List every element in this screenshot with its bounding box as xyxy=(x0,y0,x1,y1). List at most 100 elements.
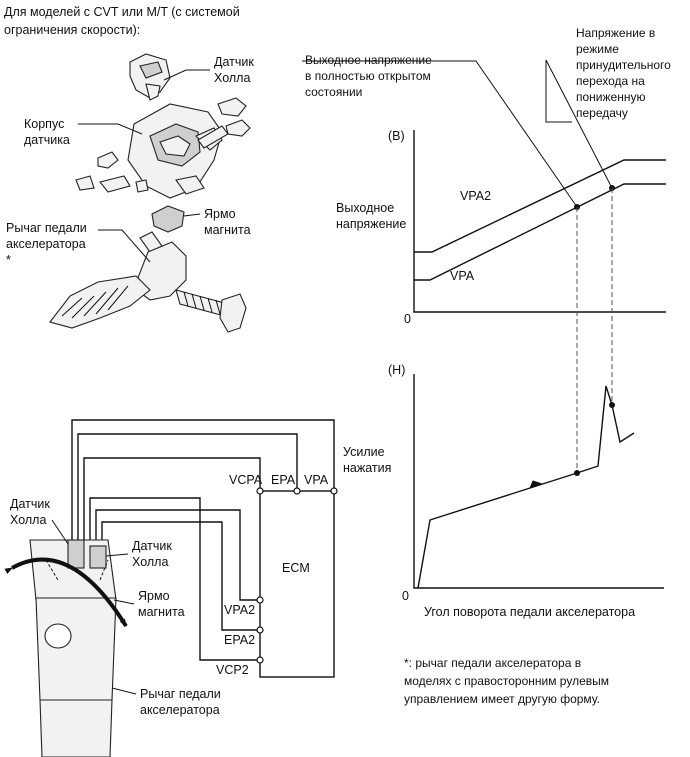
pin-vcp2 xyxy=(256,656,264,664)
kickdown-label-1: Напряжение в xyxy=(576,26,655,40)
hall-sensor-part xyxy=(129,53,171,101)
exploded-pedal-illustration xyxy=(49,53,251,333)
force-point-wot xyxy=(574,470,580,476)
upper-axes xyxy=(413,130,666,313)
force-point-kickdown xyxy=(609,402,615,408)
label-hall-left: Датчик xyxy=(10,497,50,511)
leader-line xyxy=(183,213,201,217)
label-hall-right-2: Холла xyxy=(132,555,168,569)
pin-vcpa xyxy=(256,487,264,495)
shaft-part xyxy=(197,125,229,149)
force-arrow-head xyxy=(529,480,544,489)
leader-line xyxy=(163,69,210,81)
label-pedal-lever: Рычаг педали xyxy=(6,221,87,235)
label-pedal-lever-star: * xyxy=(6,253,11,267)
wire-epa2 xyxy=(101,521,260,631)
gasket-part xyxy=(97,151,119,169)
pin-label-epa2: EPA2 xyxy=(224,633,255,647)
effort-label: Усилие xyxy=(343,445,385,459)
pin-label-vpa2: VPA2 xyxy=(224,603,255,617)
force-unit: (Н) xyxy=(388,363,405,377)
wot-leader xyxy=(302,60,578,208)
series-vpa-line xyxy=(414,183,666,281)
voltage-unit: (В) xyxy=(388,129,405,143)
lower-axes xyxy=(413,374,664,589)
series-vpa-label: VPA xyxy=(450,269,475,283)
label-magnet-yoke: Ярмо xyxy=(204,207,236,221)
header-line-1: Для моделей с CVT или M/T (с системой xyxy=(4,5,240,19)
wot-label-1: Выходное напряжение xyxy=(305,53,432,67)
wot-label-2: в полностью открытом xyxy=(305,69,431,83)
pin-label-epa: EPA xyxy=(271,473,296,487)
series-vpa2-line xyxy=(414,159,666,253)
effort-label-2: нажатия xyxy=(343,461,391,475)
pedal-lever-part xyxy=(49,231,247,333)
lower-zero: 0 xyxy=(402,589,409,603)
label-hall-sensor-2: Холла xyxy=(214,71,250,85)
kickdown-label-3: принудительного xyxy=(576,58,671,72)
leader-line xyxy=(105,553,129,557)
label-pedal-2: акселератора xyxy=(140,703,220,717)
gasket-part xyxy=(135,179,149,193)
label-pedal-lever-2: акселератора xyxy=(6,237,86,251)
pin-epa2 xyxy=(256,626,264,634)
footnote-line-2: моделях с правосторонним рулевым xyxy=(404,674,609,688)
wire-vcp2 xyxy=(89,497,260,661)
wiring-schematic: ECM VCPA EPA VPA VPA2 EPA2 VCP2 Усилие н… xyxy=(4,419,391,757)
pin-epa xyxy=(293,487,301,495)
upper-zero: 0 xyxy=(404,312,411,326)
gasket-part xyxy=(175,175,205,195)
kickdown-label-5: пониженную xyxy=(576,90,645,104)
pin-vpa2 xyxy=(256,596,264,604)
label-sensor-housing-2: датчика xyxy=(24,133,70,147)
hall-sensor-right xyxy=(89,545,107,569)
footnote-line-1: *: рычаг педали акселератора в xyxy=(404,656,581,670)
header-line-2: ограничения скорости): xyxy=(4,23,140,37)
leader-line xyxy=(78,123,143,135)
kickdown-label-4: перехода на xyxy=(576,74,645,88)
rotation-arrow xyxy=(4,557,128,628)
kickdown-label-6: передачу xyxy=(576,106,628,120)
leader-line xyxy=(113,599,135,605)
pin-label-vpa: VPA xyxy=(304,473,329,487)
pin-vpa xyxy=(330,487,338,495)
series-vpa2-label: VPA2 xyxy=(460,189,491,203)
gasket-part xyxy=(99,175,131,193)
gasket-part xyxy=(225,119,251,137)
voltage-graph: Выходное напряжение в полностью открытом… xyxy=(302,26,671,619)
leader-line xyxy=(98,229,151,263)
gasket-part xyxy=(75,175,95,191)
label-pedal: Рычаг педали xyxy=(140,687,221,701)
leader-line xyxy=(51,519,69,545)
ecm-box xyxy=(259,490,335,678)
y-axis-label-2: напряжение xyxy=(336,217,406,231)
kickdown-leader xyxy=(545,59,613,189)
gasket-part xyxy=(217,97,247,117)
sensor-housing-part xyxy=(127,103,223,199)
label-yoke: Ярмо xyxy=(138,589,170,603)
footnote-line-3: управлением имеет другую форму. xyxy=(404,692,600,706)
force-curve xyxy=(417,385,635,589)
label-sensor-housing: Корпус xyxy=(24,117,64,131)
x-axis-label: Угол поворота педали акселератора xyxy=(424,605,635,619)
y-axis-label-1: Выходное xyxy=(336,201,394,215)
label-magnet-yoke-2: магнита xyxy=(204,223,251,237)
leader-line xyxy=(111,687,137,695)
pin-label-vcpa: VCPA xyxy=(229,473,263,487)
pedal-lever-drawing xyxy=(29,539,117,757)
wire-epa xyxy=(77,433,298,566)
label-hall-sensor: Датчик xyxy=(214,55,254,69)
wire-vpa2 xyxy=(95,509,260,601)
ecm-label: ECM xyxy=(282,561,310,575)
wire-vpa xyxy=(71,419,335,566)
wot-label-3: состоянии xyxy=(305,85,362,99)
kickdown-label-2: режиме xyxy=(576,42,619,56)
label-hall-right: Датчик xyxy=(132,539,172,553)
magnet-yoke-part xyxy=(151,205,185,233)
wire-vcpa xyxy=(83,457,261,566)
hall-sensor-left xyxy=(67,539,85,569)
pin-label-vcp2: VCP2 xyxy=(216,663,249,677)
label-yoke-2: магнита xyxy=(138,605,185,619)
label-hall-left-2: Холла xyxy=(10,513,46,527)
